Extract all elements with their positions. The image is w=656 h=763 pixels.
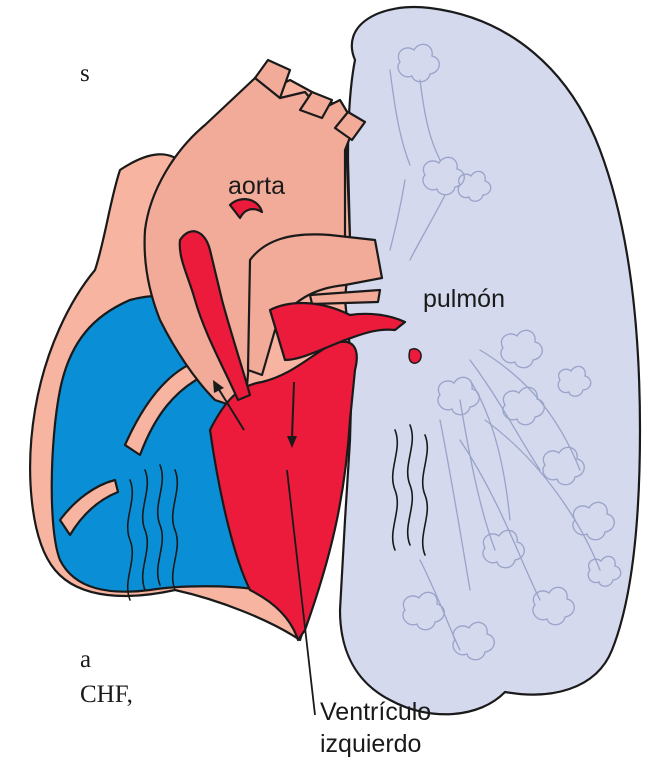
ventricle-label-line1: Ventrículo: [320, 698, 431, 726]
lung-label: pulmón: [423, 285, 505, 313]
ventricle-label-line2: izquierdo: [320, 730, 421, 758]
edge-text-top-left: s: [80, 60, 90, 87]
aorta-label: aorta: [228, 172, 285, 200]
lung: [340, 7, 640, 714]
edge-text-bottom-left-1: a: [80, 646, 91, 673]
edge-text-bottom-left-2: CHF,: [80, 681, 133, 708]
